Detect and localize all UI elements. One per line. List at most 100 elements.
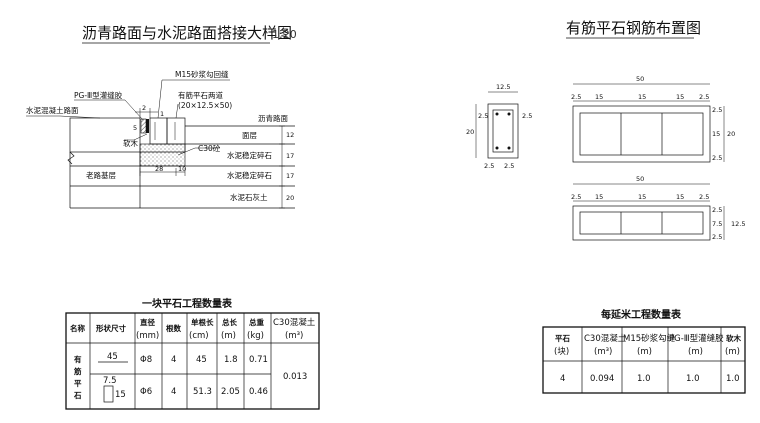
pavement-section: PG-Ⅲ型灌缝胶 M15砂浆勾回缝 有筋平石两道 (20×12.5×50) 水泥… xyxy=(26,69,295,209)
dim-12: 12 xyxy=(286,131,294,139)
t1-r1-len: 45 xyxy=(196,355,207,365)
t1-r1-weight: 0.71 xyxy=(249,355,268,365)
ribbed-stone-2 xyxy=(166,117,186,145)
p2-dim-r75: 7.5 xyxy=(712,220,722,228)
table1: 一块平石工程数量表 名称 形状尺寸 直径 (mm) 根数 单根长 (cm) 总长… xyxy=(65,297,320,410)
t1-name-1: 有 xyxy=(74,354,82,364)
t1-h-count: 根数 xyxy=(166,323,181,333)
t1-h-len: 单根长 xyxy=(191,317,214,327)
p1-dim-50: 50 xyxy=(636,75,644,83)
cs-bar-3 xyxy=(495,146,499,150)
p2-dim-25b: 2.5 xyxy=(699,193,709,201)
t1-r2-len: 51.3 xyxy=(193,387,212,397)
p2-dim-15b: 15 xyxy=(638,193,646,201)
p2-dim-25a: 2.5 xyxy=(571,193,581,201)
ribbed-stone-1 xyxy=(149,117,168,145)
t2-h-pg3-unit: (m) xyxy=(688,347,703,357)
dim-5: 5 xyxy=(133,124,137,132)
t1-name-2: 筋 xyxy=(74,366,82,376)
t1-h-weight: 总重 xyxy=(249,317,264,327)
cs-dim-25a: 2.5 xyxy=(478,112,488,120)
t2-h-wood: 软木 xyxy=(726,333,741,343)
label-m15: M15砂浆勾回缝 xyxy=(175,69,229,79)
left-scale: 1:20 xyxy=(272,28,297,41)
label-old-base: 老路基层 xyxy=(86,170,116,180)
c30-bed xyxy=(139,143,186,167)
p1-outer xyxy=(572,105,711,163)
p2-dim-15a: 15 xyxy=(595,193,603,201)
p1-dim-r25a: 2.5 xyxy=(712,106,722,114)
p1-dim-15b: 15 xyxy=(638,93,646,101)
left-title: 沥青路面与水泥路面搭接大样图 xyxy=(82,24,292,42)
right-title: 有筋平石钢筋布置图 xyxy=(566,19,701,37)
t1-r2-weight: 0.46 xyxy=(249,387,268,397)
dim-28: 28 xyxy=(155,165,163,173)
p1-dim-25b: 2.5 xyxy=(699,93,709,101)
dim-1: 1 xyxy=(160,110,164,118)
t1-r2-dia: Φ6 xyxy=(140,387,152,397)
p2-inner xyxy=(579,211,704,235)
label-soft-wood: 软木 xyxy=(123,138,138,148)
t1-name-4: 石 xyxy=(73,391,82,400)
dim-17a: 17 xyxy=(286,152,294,160)
t1-h-total: 总长 xyxy=(222,317,237,327)
break-mark xyxy=(67,151,75,165)
stone-leader xyxy=(175,103,179,119)
t1-r2-count: 4 xyxy=(171,387,176,397)
t2-h-m15-unit: (m) xyxy=(637,347,652,357)
cs-inner xyxy=(492,109,514,153)
p1-dim-15a: 15 xyxy=(595,93,603,101)
t2-v-stone: 4 xyxy=(560,374,565,384)
t1-h-shape: 形状尺寸 xyxy=(96,323,126,333)
rebar-plan-2: 50 2.5 15 15 15 2.5 2.5 7.5 2.5 12.5 xyxy=(571,175,745,241)
t1-h-c30: C30混凝土 xyxy=(273,317,316,328)
t1-h-dia: 直径 xyxy=(140,317,155,327)
label-pg3: PG-Ⅲ型灌缝胶 xyxy=(74,90,123,100)
cs-outer xyxy=(487,103,519,159)
table1-border xyxy=(65,312,320,410)
t1-r1-dia: Φ8 xyxy=(140,355,152,365)
t2-h-stone-unit: (块) xyxy=(554,346,569,357)
t1-r1-count: 4 xyxy=(171,355,176,365)
label-ribbed-size: (20×12.5×50) xyxy=(178,101,232,110)
cs-dim-h: 20 xyxy=(466,128,474,136)
pg3-glue-fill xyxy=(140,118,147,134)
t1-h-len-unit: (cm) xyxy=(189,331,209,341)
t2-h-c30: C30混凝土 xyxy=(584,333,627,344)
label-asphalt-road: 沥青路面 xyxy=(258,113,288,123)
p2-dim-r25b: 2.5 xyxy=(712,233,722,241)
label-surface: 面层 xyxy=(242,131,257,140)
rebar-cross-section: 12.5 20 2.5 2.5 2.5 2.5 xyxy=(466,83,532,170)
t1-h-total-unit: (m) xyxy=(221,331,236,341)
t2-v-wood: 1.0 xyxy=(726,374,740,384)
t1-h-c30-unit: (m³) xyxy=(285,331,303,341)
label-cement-stab2: 水泥稳定碎石 xyxy=(227,170,272,180)
label-lime-soil: 水泥石灰土 xyxy=(230,192,268,202)
t1-r2-shape-b: 15 xyxy=(115,390,126,400)
p2-dim-50: 50 xyxy=(636,175,644,183)
rebar-plan-1: 50 2.5 15 15 15 2.5 2.5 15 20 2.5 xyxy=(571,75,735,163)
t2-h-pg3: PG-Ⅲ型灌缝胶 xyxy=(669,333,724,344)
cs-dim-w: 12.5 xyxy=(496,83,510,91)
label-c30: C30砼 xyxy=(198,143,221,153)
t2-h-wood-unit: (m) xyxy=(725,347,740,357)
pg3-leader xyxy=(74,99,144,121)
cs-bar-2 xyxy=(507,112,511,116)
cs-dim-25c: 2.5 xyxy=(484,162,494,170)
soft-wood-leader xyxy=(124,133,148,141)
t2-v-m15: 1.0 xyxy=(637,374,651,384)
t2-h-c30-unit: (m³) xyxy=(594,347,612,357)
t1-c30-value: 0.013 xyxy=(283,372,307,382)
cs-dim-25b: 2.5 xyxy=(522,112,532,120)
t1-h-dia-unit: (mm) xyxy=(136,331,159,341)
cs-dim-25d: 2.5 xyxy=(504,162,514,170)
t2-h-stone: 平石 xyxy=(555,334,570,343)
p2-outer xyxy=(572,205,711,241)
cs-bar-4 xyxy=(507,146,511,150)
m15-leader xyxy=(157,79,230,119)
p1-dim-r20: 20 xyxy=(727,130,735,138)
p2-dim-15c: 15 xyxy=(676,193,684,201)
t1-r1-total: 1.8 xyxy=(224,355,238,365)
cement-slab xyxy=(69,117,141,153)
